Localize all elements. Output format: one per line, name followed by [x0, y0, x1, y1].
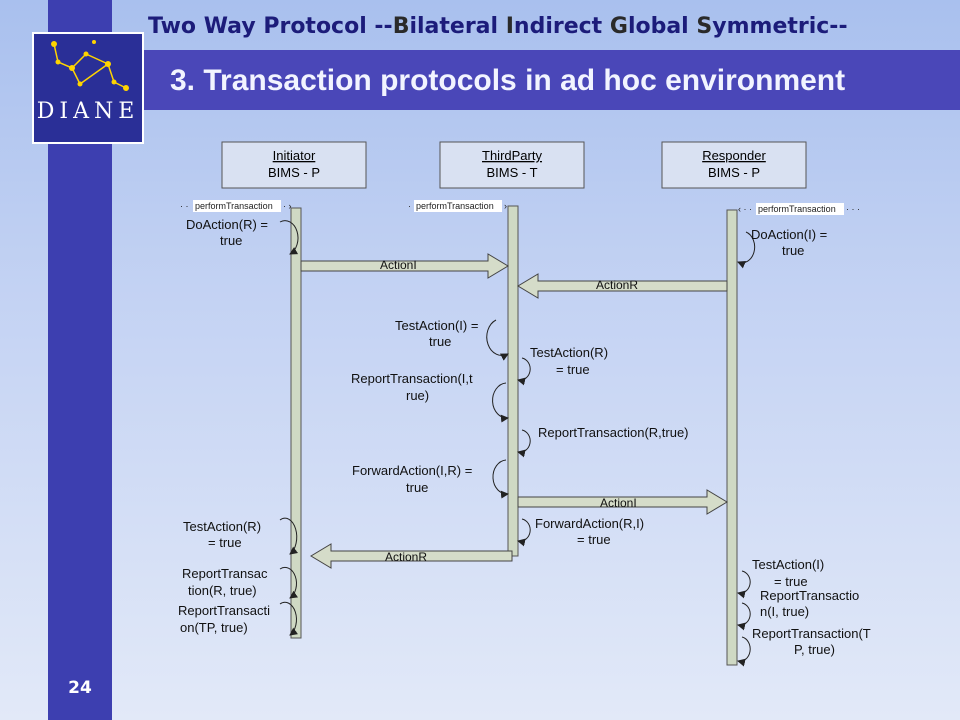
- subtitle-cap-s: S: [696, 14, 713, 39]
- perform-label-bg: [756, 203, 844, 215]
- self-call-label: P, true): [794, 642, 835, 657]
- perform-dots: · · ·: [846, 204, 860, 214]
- participant-name: Responder: [702, 148, 766, 163]
- protocol-subtitle: Two Way Protocol --Bilateral Indirect Gl…: [148, 14, 848, 39]
- participant-responder: Responder BIMS - P: [661, 141, 807, 189]
- self-call-label: ReportTransac: [182, 566, 268, 581]
- message-label: ActionI: [380, 258, 417, 272]
- self-call-label: = true: [556, 362, 590, 377]
- self-call-arrow: [517, 357, 531, 386]
- perform-label-bg: [414, 200, 502, 212]
- self-call-label: true: [406, 480, 428, 495]
- subtitle-cap-g: G: [609, 14, 628, 39]
- self-call-arrow: [279, 566, 299, 599]
- self-call-arrow: [279, 220, 299, 255]
- title-band: [112, 50, 960, 110]
- participant-type: BIMS - P: [708, 165, 760, 180]
- message-arrow-actionr-2: [310, 543, 513, 569]
- self-call-arrow: [492, 459, 509, 499]
- slide-title: 3. Transaction protocols in ad hoc envir…: [170, 64, 846, 97]
- self-call-arrow: [492, 382, 509, 423]
- message-label: ActionR: [385, 550, 427, 564]
- subtitle-cap-i: I: [505, 14, 514, 39]
- self-call-arrow: [517, 518, 531, 547]
- self-call-label: = true: [774, 574, 808, 589]
- message-label: ActionR: [596, 278, 638, 292]
- self-call-label: TestAction(R): [530, 345, 608, 360]
- self-call-arrow: [279, 517, 298, 555]
- message-arrow-actionr-1: [517, 273, 728, 299]
- self-call-label: DoAction(R) =: [186, 217, 268, 232]
- self-call-arrow: [737, 602, 751, 631]
- participant-initiator: Initiator BIMS - P: [221, 141, 367, 189]
- self-call-label: ReportTransaction(R,true): [538, 425, 689, 440]
- logo-text: DIANE: [36, 99, 140, 124]
- self-call-label: ReportTransacti: [178, 603, 270, 618]
- self-call-arrow: [486, 319, 509, 361]
- perform-label-initiator: performTransaction: [195, 201, 273, 211]
- self-call-label: ForwardAction(R,I): [535, 516, 644, 531]
- self-call-label: tion(R, true): [188, 583, 257, 598]
- self-call-label: TestAction(I): [752, 557, 824, 572]
- self-call-label: ReportTransactio: [760, 588, 859, 603]
- participant-thirdparty: ThirdParty BIMS - T: [439, 141, 585, 189]
- perform-label-responder: performTransaction: [758, 204, 836, 214]
- subtitle-word-i: ndirect: [513, 14, 610, 39]
- lifeline-initiator: [290, 207, 302, 639]
- self-call-label: = true: [208, 535, 242, 550]
- participant-name: Initiator: [273, 148, 316, 163]
- self-call-label: on(TP, true): [180, 620, 248, 635]
- perform-dots: ‹ · ·: [738, 204, 752, 214]
- participant-type: BIMS - T: [486, 165, 537, 180]
- perform-label-bg: [193, 200, 281, 212]
- subtitle-prefix: Two Way Protocol --: [148, 14, 393, 39]
- subtitle-cap-b: B: [392, 14, 410, 39]
- self-call-label: ReportTransaction(I,t: [351, 371, 473, 386]
- subtitle-word-b: ilateral: [409, 14, 506, 39]
- self-call-label: n(I, true): [760, 604, 809, 619]
- self-call-arrow: [517, 429, 531, 458]
- self-call-label: ForwardAction(I,R) =: [352, 463, 472, 478]
- subtitle-word-s: ymmetric--: [712, 14, 848, 39]
- self-call-label: = true: [577, 532, 611, 547]
- lifeline-responder: [726, 209, 738, 666]
- self-call-label: rue): [406, 388, 429, 403]
- self-call-label: true: [220, 233, 242, 248]
- perform-dots: · ›: [283, 201, 292, 211]
- perform-dots: ·: [408, 201, 411, 211]
- message-arrow-actioni-2: [517, 489, 728, 515]
- message-arrow-actioni-1: [300, 253, 509, 279]
- perform-dots: ›: [504, 201, 507, 211]
- participant-type: BIMS - P: [268, 165, 320, 180]
- self-call-label: ReportTransaction(T: [752, 626, 871, 641]
- message-label: ActionI: [600, 496, 637, 510]
- self-call-arrow: [737, 570, 751, 599]
- subtitle-word-g: lobal: [627, 14, 697, 39]
- self-call-label: TestAction(R): [183, 519, 261, 534]
- self-call-arrow: [737, 636, 751, 667]
- participant-name: ThirdParty: [482, 148, 542, 163]
- self-call-label: true: [429, 334, 451, 349]
- self-call-label: TestAction(I) =: [395, 318, 478, 333]
- self-call-arrow: [279, 601, 299, 636]
- page-number: 24: [68, 678, 92, 698]
- constellation-icon: [51, 40, 129, 91]
- diane-logo: DIANE: [32, 32, 144, 144]
- self-call-arrow: [737, 231, 756, 269]
- perform-label-thirdparty: performTransaction: [416, 201, 494, 211]
- self-call-label: true: [782, 243, 804, 258]
- lifeline-thirdparty: [507, 205, 519, 557]
- self-call-label: DoAction(I) =: [751, 227, 827, 242]
- perform-dots: · ·: [180, 201, 189, 211]
